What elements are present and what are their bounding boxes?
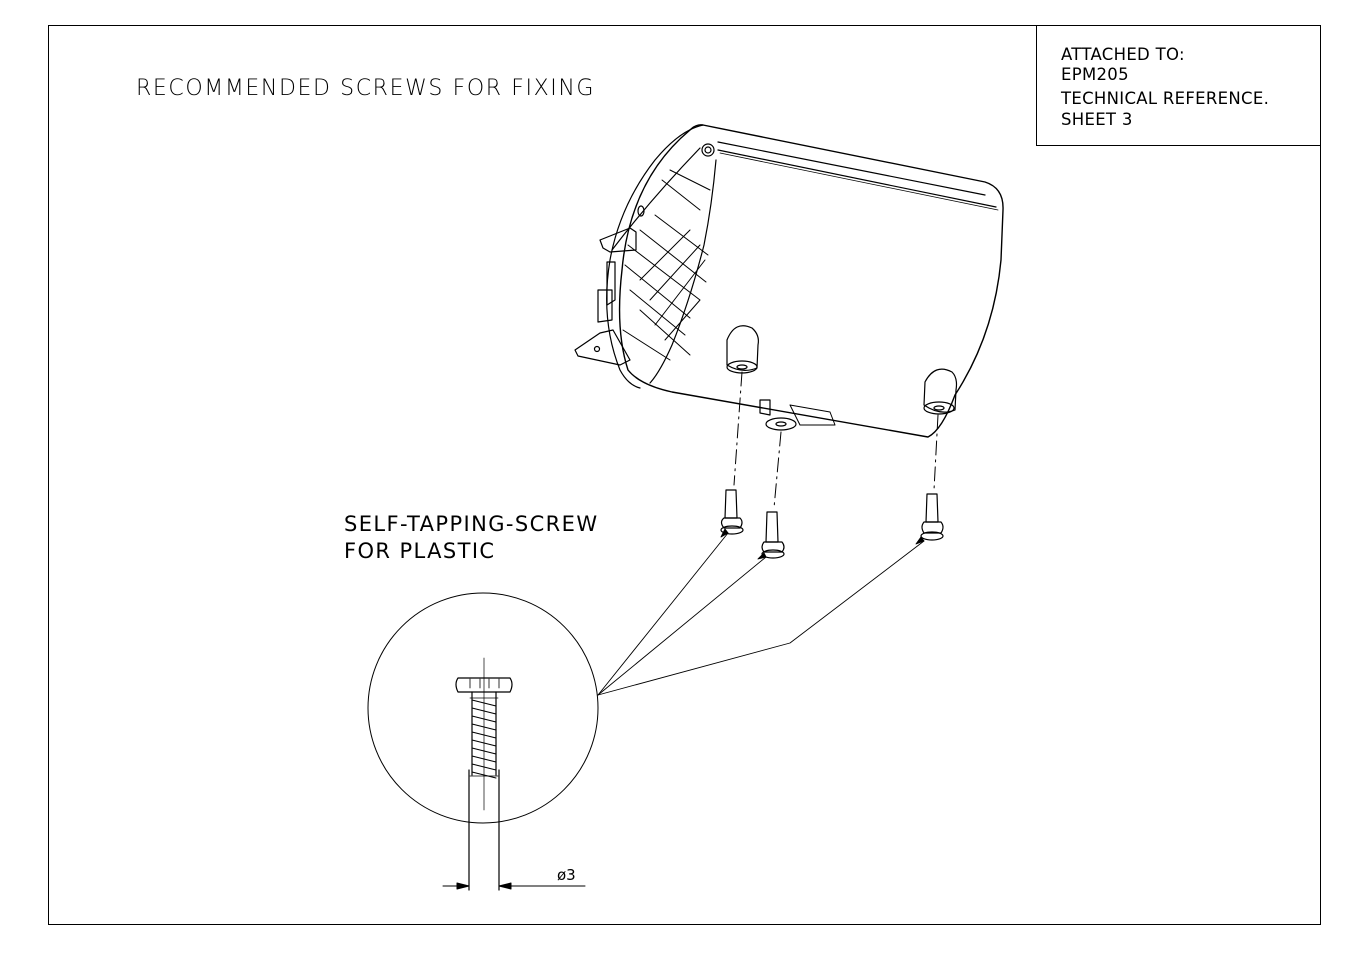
reference-box: [1036, 25, 1321, 146]
reference-model: EPM205: [1061, 65, 1129, 84]
screw-1: [720, 489, 744, 535]
drawing-title: RECOMMENDED SCREWS FOR FIXING: [136, 76, 596, 101]
drawing-frame: [48, 25, 1321, 925]
printer-housing: [574, 124, 1004, 438]
reference-attached-to: ATTACHED TO:: [1061, 45, 1185, 64]
reference-sheet: SHEET 3: [1061, 110, 1133, 129]
screw-detail-view: [367, 592, 599, 891]
screw-2: [761, 511, 785, 559]
screw-3: [920, 493, 944, 541]
diameter-dimension-label: ø3: [557, 866, 576, 884]
diameter-dimension: [442, 882, 586, 890]
screw-label-line2: FOR PLASTIC: [344, 539, 496, 563]
mounting-bosses: [726, 325, 958, 431]
reference-document: TECHNICAL REFERENCE.: [1061, 89, 1270, 108]
leader-lines: [597, 528, 925, 696]
screw-label-line1: SELF-TAPPING-SCREW: [344, 512, 599, 536]
screw-axis-lines: [733, 371, 939, 509]
